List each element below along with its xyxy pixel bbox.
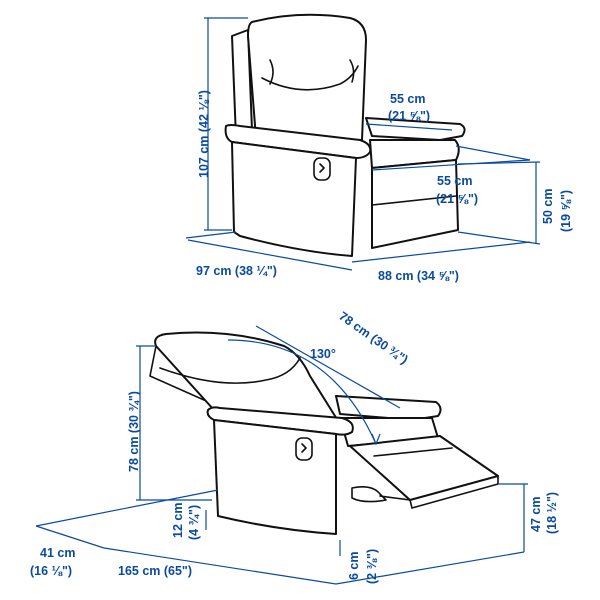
- back-length-line: [255, 325, 401, 409]
- depth-dimension-line: [351, 241, 531, 263]
- upright-lever-icon: [313, 157, 331, 181]
- seat-width-cm: 55 cm: [390, 92, 425, 106]
- reclined-near-arm: [206, 406, 354, 436]
- offset-guide: [35, 489, 219, 527]
- reclined-lever-icon: [295, 437, 313, 461]
- recline-angle-arc: [227, 339, 377, 445]
- reclined-backrest: [154, 331, 341, 425]
- seat-depth-line: [371, 159, 531, 171]
- reclined-backrest-side: [149, 345, 205, 401]
- length-guide: [335, 551, 525, 585]
- upright-lever-mark: [319, 163, 325, 173]
- clearance-in: (2 ⅜"): [365, 549, 379, 584]
- upright-right-arm: [365, 117, 466, 141]
- length-line: [103, 547, 337, 585]
- upright-base-line: [371, 195, 457, 206]
- reclined-far-arm: [335, 395, 442, 421]
- offset-line: [35, 525, 105, 549]
- seat-depth-in: (21 ⅝"): [436, 192, 478, 206]
- footrest-height-cm: 47 cm: [529, 497, 543, 532]
- back-length-label: 78 cm (30 ¾"): [336, 309, 410, 367]
- upright-left-arm: [224, 124, 372, 159]
- reclined-length-label: 165 cm (65"): [118, 564, 192, 578]
- reclined-recliner: [149, 331, 499, 535]
- reclined-lever-mark: [301, 443, 307, 453]
- upright-depth-label: 88 cm (34 ⅝"): [378, 269, 459, 283]
- seat-height-tick-top: [457, 161, 541, 165]
- reclined-footrest-crease: [373, 447, 453, 457]
- reclined-mechanism: [351, 486, 411, 503]
- seat-depth-cm: 55 cm: [437, 174, 472, 188]
- upright-recliner: [224, 13, 466, 257]
- reclined-height-label-cm: 78 cm (30 ¾"): [127, 391, 141, 472]
- upright-dimensions: 107 cm (42 ⅛") 55 cm (21 ⅝") 55 cm (21 ⅝…: [185, 17, 573, 283]
- reclined-footrest-edge: [409, 475, 499, 509]
- seat-drop-in: (4 ¾"): [187, 505, 201, 540]
- upright-backrest-fold: [269, 59, 355, 85]
- offset-cm: 41 cm: [40, 546, 75, 560]
- offset-in: (16 ⅛"): [30, 564, 72, 578]
- seat-drop-cm: 12 cm: [171, 503, 185, 538]
- upright-width-label: 97 cm (38 ¼"): [196, 264, 277, 278]
- recline-angle-label: 130°: [310, 347, 336, 361]
- recline-angle-arrow: [371, 433, 381, 446]
- seat-width-in: (21 ⅝"): [388, 109, 430, 123]
- upright-backrest: [247, 13, 367, 141]
- seat-height-in: (19 ⅝"): [559, 190, 573, 232]
- reclined-dimensions: 78 cm (30 ¾") 130° 78 cm (30 ¾") 12 cm (…: [30, 309, 559, 585]
- upright-base-right: [371, 159, 459, 249]
- width-tick-left: [185, 231, 237, 239]
- seat-height-cm: 50 cm: [541, 189, 555, 224]
- seat-width-line: [365, 123, 453, 131]
- footrest-height-in: (18 ½"): [545, 492, 559, 534]
- upright-height-label: 107 cm (42 ⅛"): [197, 90, 211, 178]
- width-dimension-line: [187, 239, 353, 271]
- upright-front-panel: [231, 141, 357, 257]
- seat-depth-guide: [455, 145, 531, 161]
- reclined-backrest-seam: [159, 357, 301, 384]
- clearance-cm: 6 cm: [347, 552, 361, 581]
- reclined-front-panel: [213, 419, 337, 535]
